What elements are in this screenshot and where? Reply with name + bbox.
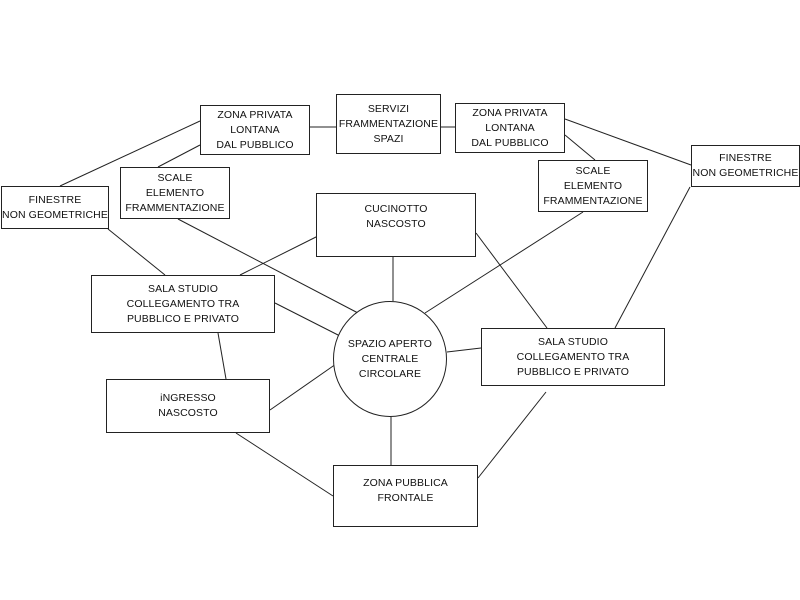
node-label-line: LONTANA	[485, 121, 535, 134]
edge-finestre-left-sala-studio-left	[107, 228, 166, 276]
node-zona-privata-right: ZONA PRIVATA LONTANA DAL PUBBLICO	[455, 103, 565, 153]
edge-ingresso-spazio-aperto	[269, 363, 337, 411]
node-label-line: NON GEOMETRICHE	[2, 208, 108, 221]
node-label-line: ELEMENTO	[145, 186, 205, 199]
node-label-line: iNGRESSO	[160, 392, 216, 404]
edge-zona-privata-left-finestre-left	[59, 120, 201, 187]
node-label-line: PUBBLICO E PRIVATO	[126, 312, 240, 325]
edge-sala-studio-left-ingresso	[217, 332, 227, 380]
node-label-line: SPAZI	[373, 132, 404, 145]
edge-sala-studio-right-zona-pubblica	[477, 391, 547, 479]
node-sala-studio-right: SALA STUDIO COLLEGAMENTO TRA PUBBLICO E …	[481, 328, 665, 386]
edge-sala-studio-right-spazio-aperto	[446, 347, 482, 353]
node-label-line: CIRCOLARE	[358, 367, 422, 380]
node-label-line: CENTRALE	[361, 352, 419, 365]
node-sala-studio-left: SALA STUDIO COLLEGAMENTO TRA PUBBLICO E …	[91, 275, 275, 333]
edge-finestre-right-sala-studio-right	[614, 186, 691, 329]
node-label-line: ZONA PRIVATA	[217, 108, 293, 121]
node-label-line: SCALE	[157, 171, 193, 184]
node-finestre-right: FINESTRE NON GEOMETRICHE	[691, 145, 800, 187]
node-label-line: ZONA PUBBLICA	[363, 477, 448, 489]
edge-scale-left-spazio-aperto	[177, 218, 359, 314]
node-label-line: FRAMMENTAZIONE	[125, 201, 225, 214]
node-servizi: SERVIZI FRAMMENTAZIONE SPAZI	[336, 94, 441, 154]
node-label-line: ZONA PRIVATA	[472, 106, 548, 119]
edge-cucinotto-sala-studio-left	[239, 235, 319, 276]
node-zona-pubblica: ZONA PUBBLICA FRONTALE	[333, 465, 478, 527]
edge-scale-right-spazio-aperto	[424, 211, 584, 314]
node-label-line: NASCOSTO	[158, 407, 218, 419]
node-finestre-left: FINESTRE NON GEOMETRICHE	[1, 186, 109, 229]
node-label-line: FINESTRE	[28, 193, 82, 206]
node-scale-left: SCALE ELEMENTO FRAMMENTAZIONE	[120, 167, 230, 219]
node-label-line: COLLEGAMENTO TRA	[516, 350, 630, 363]
node-zona-privata-left: ZONA PRIVATA LONTANA DAL PUBBLICO	[200, 105, 310, 155]
node-cucinotto: CUCINOTTO NASCOSTO	[316, 193, 476, 257]
edge-ingresso-zona-pubblica	[235, 432, 334, 497]
node-label-line: SALA STUDIO	[538, 335, 608, 348]
node-label-line: COLLEGAMENTO TRA	[126, 297, 240, 310]
edge-cucinotto-sala-studio-right	[475, 232, 548, 329]
edge-zona-privata-right-finestre-right	[564, 118, 692, 166]
node-label-line: DAL PUBBLICO	[216, 138, 294, 151]
node-label-line: CUCINOTTO	[364, 203, 428, 215]
node-label-line: DAL PUBBLICO	[471, 136, 549, 149]
node-label-line: SERVIZI	[367, 102, 410, 115]
node-label-line: ELEMENTO	[563, 179, 623, 192]
edge-zona-privata-left-scale-left	[157, 144, 201, 168]
node-label-line: FINESTRE	[719, 152, 772, 164]
node-label-line: SCALE	[575, 164, 611, 177]
node-label-line: PUBBLICO E PRIVATO	[516, 365, 630, 378]
node-ingresso: iNGRESSO NASCOSTO	[106, 379, 270, 433]
node-label-line: SALA STUDIO	[148, 282, 218, 295]
node-spazio-aperto: SPAZIO APERTO CENTRALE CIRCOLARE	[333, 301, 447, 417]
edge-sala-studio-left-spazio-aperto	[274, 302, 341, 337]
node-label-line: FRAMMENTAZIONE	[543, 194, 643, 207]
node-label-line: NON GEOMETRICHE	[692, 167, 799, 179]
node-label-line: FRAMMENTAZIONE	[338, 117, 439, 130]
edge-zona-privata-right-scale-right	[564, 134, 596, 161]
node-label-line: LONTANA	[230, 123, 280, 136]
node-label-line: FRONTALE	[377, 492, 434, 504]
node-scale-right: SCALE ELEMENTO FRAMMENTAZIONE	[538, 160, 648, 212]
node-label-line: NASCOSTO	[366, 218, 426, 230]
node-label-line: SPAZIO APERTO	[347, 337, 433, 350]
